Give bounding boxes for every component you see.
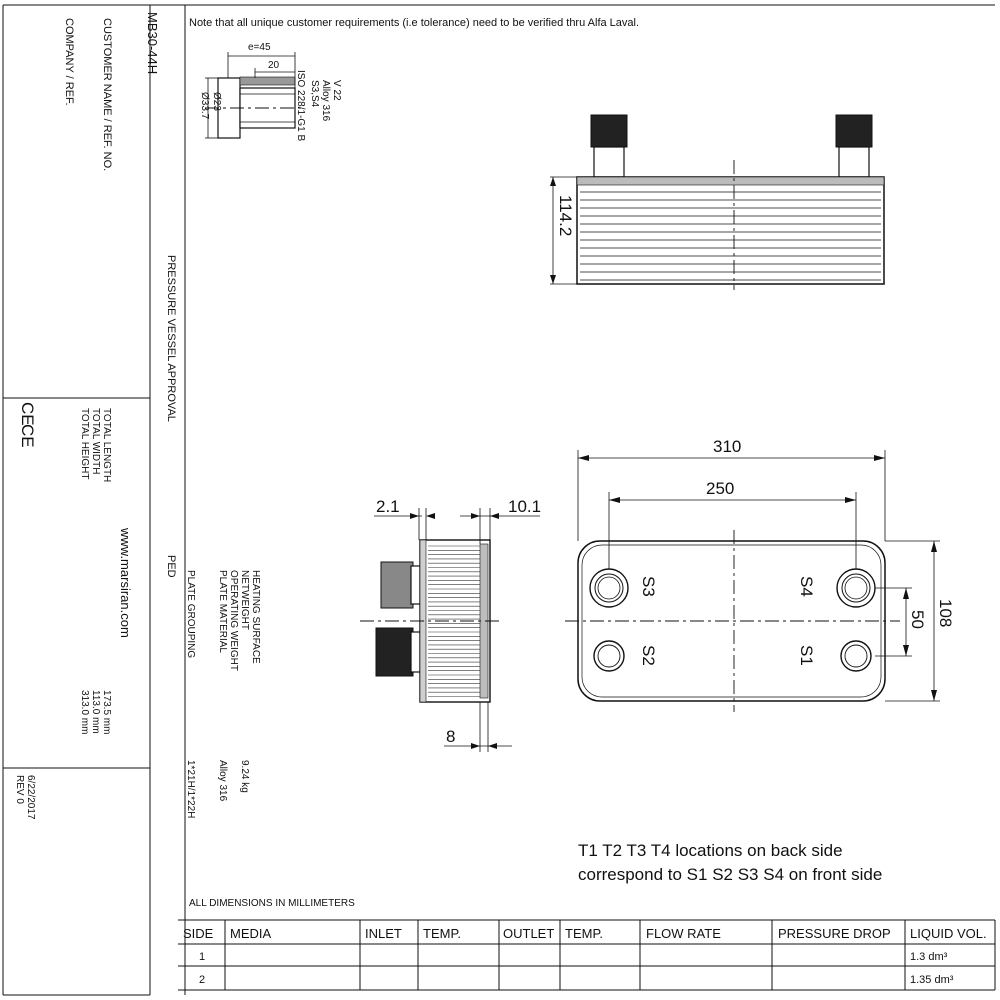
total-width-value: 113.0 mm	[90, 690, 101, 734]
model-title: MB30-44H	[145, 12, 160, 74]
plate-grouping-value: 1*21H/1*22H	[185, 760, 196, 818]
inner-diameter: Ø23	[211, 92, 222, 111]
net-weight-value: 9.24 kg	[239, 760, 250, 793]
top-view-height-dim: 114.2	[556, 195, 575, 236]
table-header-row: SIDE MEDIA INLET TEMP. OUTLET TEMP. FLOW…	[183, 926, 987, 941]
units-note: ALL DIMENSIONS IN MILLIMETERS	[189, 898, 355, 909]
plate-material-label: PLATE MATERIAL	[217, 570, 228, 653]
table-cell-liquid-vol: 1.35 dm³	[910, 974, 954, 986]
port-label-s2: S2	[639, 645, 658, 666]
revision-text: REV 0	[14, 775, 25, 804]
location-note-line-2: correspond to S1 S2 S3 S4 on front side	[578, 865, 882, 884]
connection-detail	[205, 52, 305, 139]
svg-text:V 22: V 22	[331, 80, 342, 101]
table-header-pressure-drop: PRESSURE DROP	[778, 926, 891, 941]
date-text: 6/22/2017	[25, 775, 36, 820]
table-header-outlet: OUTLET	[503, 926, 554, 941]
plate-grouping-label: PLATE GROUPING	[185, 570, 196, 658]
port-distance-dim: 250	[706, 479, 734, 498]
ce-mark-icon: CE CE	[18, 402, 37, 448]
bottom-plate-dim: 8	[446, 727, 455, 746]
pressure-vessel-approval-label: PRESSURE VESSEL APPROVAL	[165, 255, 177, 422]
ped-label: PED	[165, 555, 177, 578]
website-text: www.marsiran.com	[118, 527, 133, 638]
port-s3	[589, 568, 629, 608]
total-width-label: TOTAL WIDTH	[90, 408, 101, 474]
total-length-value: 173.5 mm	[101, 690, 112, 734]
table-cell-side: 2	[199, 974, 205, 986]
customer-name-label: CUSTOMER NAME / REF. NO.	[101, 18, 113, 171]
table-header-media: MEDIA	[230, 926, 272, 941]
svg-text:CE: CE	[18, 424, 37, 448]
port-label-s1: S1	[797, 645, 816, 666]
media-table	[178, 919, 996, 991]
operating-weight-label: OPERATING WEIGHT	[228, 570, 239, 671]
top-view	[550, 114, 885, 290]
table-cell-side: 1	[199, 951, 205, 963]
port-offset-dim: 50	[908, 610, 927, 629]
svg-text:S3,S4: S3,S4	[309, 80, 320, 108]
location-note-line-1: T1 T2 T3 T4 locations on back side	[578, 841, 843, 860]
table-header-flow-rate: FLOW RATE	[646, 926, 721, 941]
port-s2	[593, 640, 625, 672]
table-header-liquid-vol: LIQUID VOL.	[910, 926, 987, 941]
port-s1	[840, 640, 872, 672]
total-length-label: TOTAL LENGTH	[101, 408, 112, 482]
top-note: Note that all unique customer requiremen…	[189, 17, 639, 29]
total-height-label: TOTAL HEIGHT	[79, 408, 90, 480]
e-dimension: e=45	[248, 42, 271, 53]
outer-diameter: Ø33.7	[199, 92, 210, 120]
net-weight-label: NETWEIGHT	[239, 570, 250, 630]
front-view	[565, 530, 900, 712]
side-view	[360, 508, 540, 752]
width-dim: 108	[936, 599, 955, 627]
table-header-side: SIDE	[183, 926, 214, 941]
port-s4	[836, 568, 876, 608]
port-label-s4: S4	[797, 576, 816, 597]
plate-material-value: Alloy 316	[217, 760, 228, 802]
table-header-inlet: INLET	[365, 926, 402, 941]
rear-plate-dim: 10.1	[508, 497, 541, 516]
front-plate-dim: 2.1	[376, 497, 400, 516]
connection-spec: V 22 Alloy 316 S3,S4	[309, 80, 342, 122]
svg-text:Alloy 316: Alloy 316	[320, 80, 331, 122]
table-header-outlet-temp: TEMP.	[565, 926, 603, 941]
overall-length-dim: 310	[713, 437, 741, 456]
length-dimension: 20	[268, 60, 280, 71]
total-height-value: 313.0 mm	[79, 690, 90, 734]
company-ref-label: COMPANY / REF.	[63, 18, 75, 106]
heating-surface-label: HEATING SURFACE	[250, 570, 261, 664]
port-label-s3: S3	[639, 576, 658, 597]
sheet-frame	[2, 4, 995, 996]
thread-standard: ISO 228/1-G1 B	[295, 70, 306, 141]
front-view-dimensions	[577, 450, 940, 702]
table-header-inlet-temp: TEMP.	[423, 926, 461, 941]
table-row: 2 1.35 dm³	[199, 974, 954, 986]
table-cell-liquid-vol: 1.3 dm³	[910, 951, 948, 963]
table-row: 1 1.3 dm³	[199, 951, 948, 963]
svg-text:CE: CE	[18, 402, 37, 426]
